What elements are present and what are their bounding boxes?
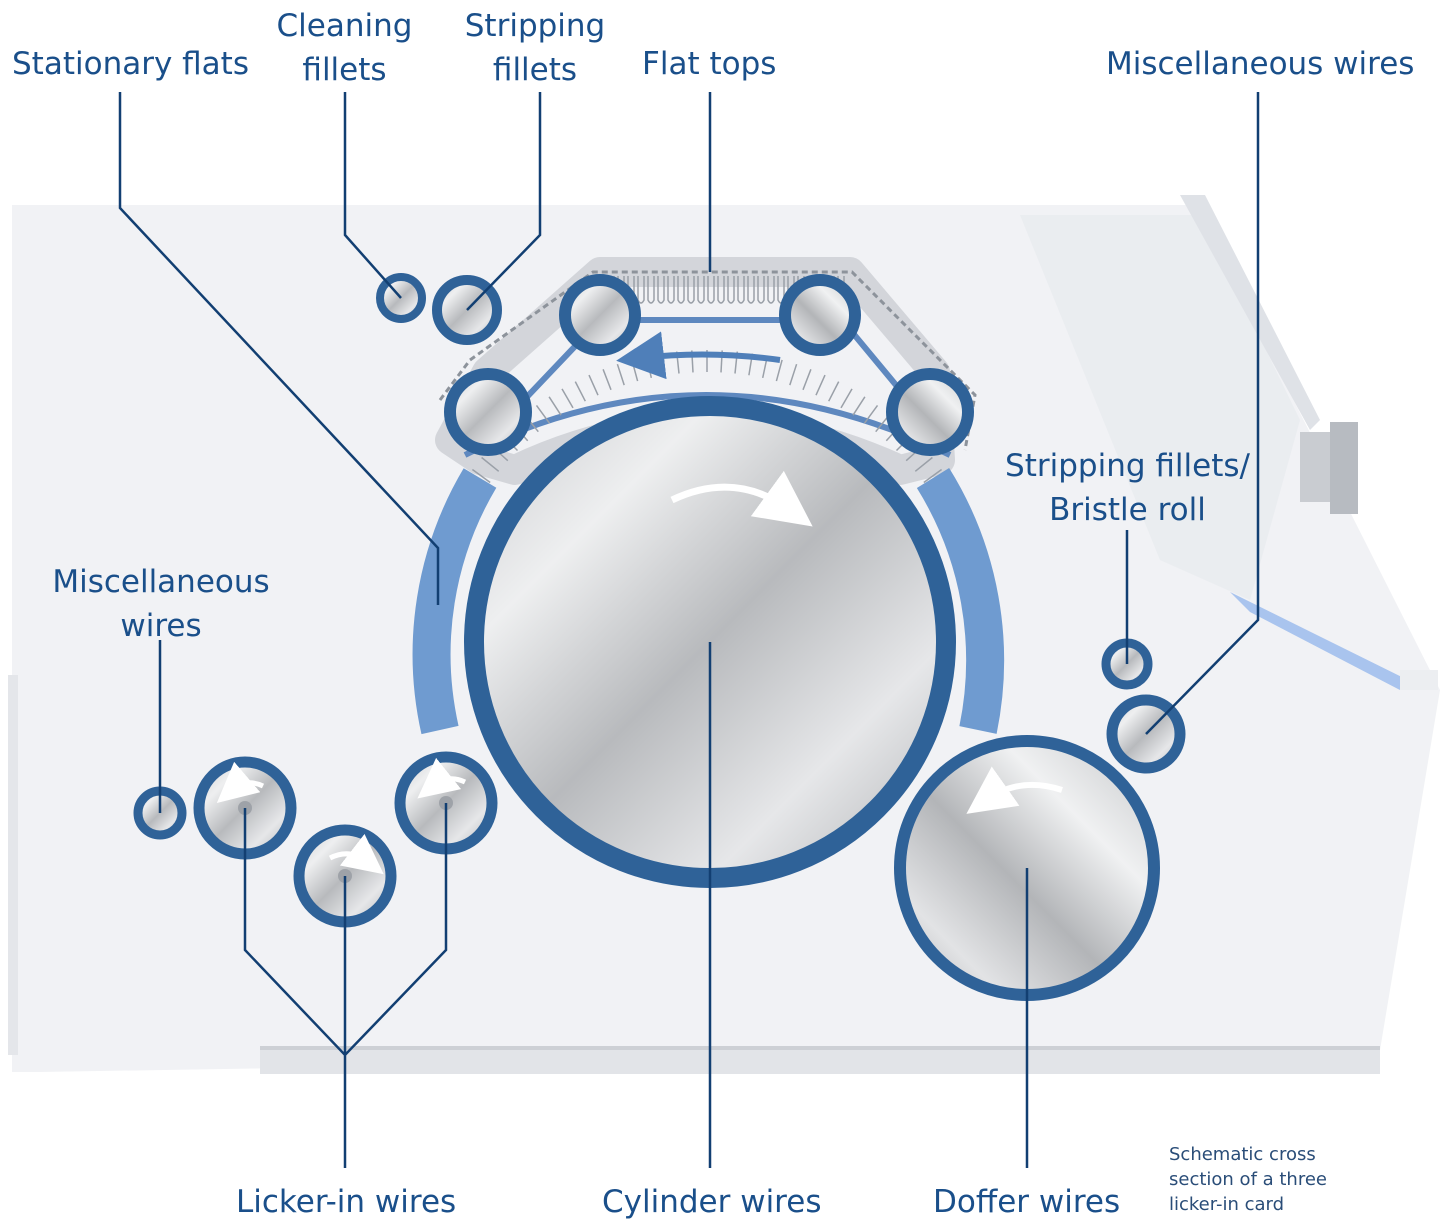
flat-roller-4 (886, 368, 974, 456)
caption-line-1: Schematic cross (1169, 1144, 1316, 1165)
flat-tooth (667, 276, 675, 304)
flat-tooth (840, 388, 853, 409)
leader-misc-wires-top (1145, 92, 1260, 735)
label-stripping-line-1: Stripping (464, 8, 606, 44)
flat-tooth (852, 396, 866, 416)
flat-roller-3 (779, 274, 861, 356)
stationary-flat-left (412, 468, 497, 735)
flat-tooth (657, 276, 665, 304)
diagram-caption: Schematic cross section of a three licke… (1169, 1142, 1389, 1217)
leader-licker-in (243, 803, 448, 1168)
label-cleaning-fillets: Cleaning fillets (272, 4, 417, 92)
flat-roller-1 (444, 368, 532, 456)
licker-in-1-arrow (216, 761, 265, 804)
flat-tooth (602, 369, 612, 391)
flat-tooth (687, 276, 695, 304)
label-doffer-wires: Doffer wires (933, 1184, 1121, 1220)
licker-in-3-arrow (417, 757, 467, 799)
label-cleaning-line-2: fillets (302, 52, 387, 88)
leader-lines (118, 92, 1260, 1168)
flat-roller-2 (559, 274, 641, 356)
label-misc-wires-left-line-1: Miscellaneous (52, 564, 270, 600)
label-cleaning-line-1: Cleaning (276, 8, 413, 44)
flat-tooth (707, 276, 715, 304)
flat-tooth (588, 374, 599, 396)
flat-tooth (548, 396, 562, 416)
flat-tooth (775, 359, 783, 382)
label-misc-wires-left-line-2: wires (120, 608, 202, 644)
flat-tooth (767, 276, 775, 304)
leader-stripping-fillets (466, 92, 542, 311)
flat-tooth (647, 276, 655, 304)
flat-tooth (757, 276, 765, 304)
label-flat-tops: Flat tops (642, 46, 777, 82)
flat-tooth (561, 388, 574, 409)
flat-tooth (471, 468, 491, 484)
flat-tooth (535, 404, 551, 424)
stationary-flat-right (916, 467, 1005, 734)
label-stripping-bristle-line-1: Stripping fillets/ (1005, 448, 1250, 484)
label-misc-wires-top: Miscellaneous wires (1106, 46, 1415, 82)
label-stripping-line-2: fillets (492, 52, 578, 88)
label-stripping-bristle: Stripping fillets/ Bristle roll (1000, 444, 1255, 532)
label-stripping-fillets: Stripping fillets (460, 4, 610, 92)
flat-rollers (444, 274, 974, 456)
flat-tooth (923, 468, 943, 484)
leader-stationary-flats (118, 92, 440, 605)
flat-tooth (914, 456, 933, 472)
flat-tooth (677, 276, 685, 304)
label-stationary-flats: Stationary flats (12, 46, 249, 82)
flat-tooth (802, 369, 812, 391)
flat-tooth (747, 276, 755, 304)
label-stripping-bristle-line-2: Bristle roll (1049, 492, 1206, 528)
flat-tooth (789, 363, 798, 386)
leader-cleaning-fillets (343, 92, 402, 299)
flat-tooth (574, 381, 586, 402)
caption-line-2: section of a three (1169, 1169, 1327, 1190)
flat-tooth (828, 381, 840, 402)
flat-tooth (727, 276, 735, 304)
licker-in-2-arrow (328, 833, 384, 875)
flat-tooth (737, 276, 745, 304)
label-misc-wires-left: Miscellaneous wires (45, 560, 277, 648)
caption-line-3: licker-in card (1169, 1194, 1285, 1215)
flat-tooth (815, 374, 826, 396)
flat-tooth (481, 456, 500, 472)
flat-tooth (863, 404, 879, 424)
cylinder-rotation-arrow (670, 470, 813, 527)
label-cylinder-wires: Cylinder wires (602, 1184, 822, 1220)
label-licker-in-wires: Licker-in wires (236, 1184, 457, 1220)
flat-tooth (697, 276, 705, 304)
flat-tooth (717, 276, 725, 304)
doffer-rotation-arrow (966, 766, 1063, 814)
